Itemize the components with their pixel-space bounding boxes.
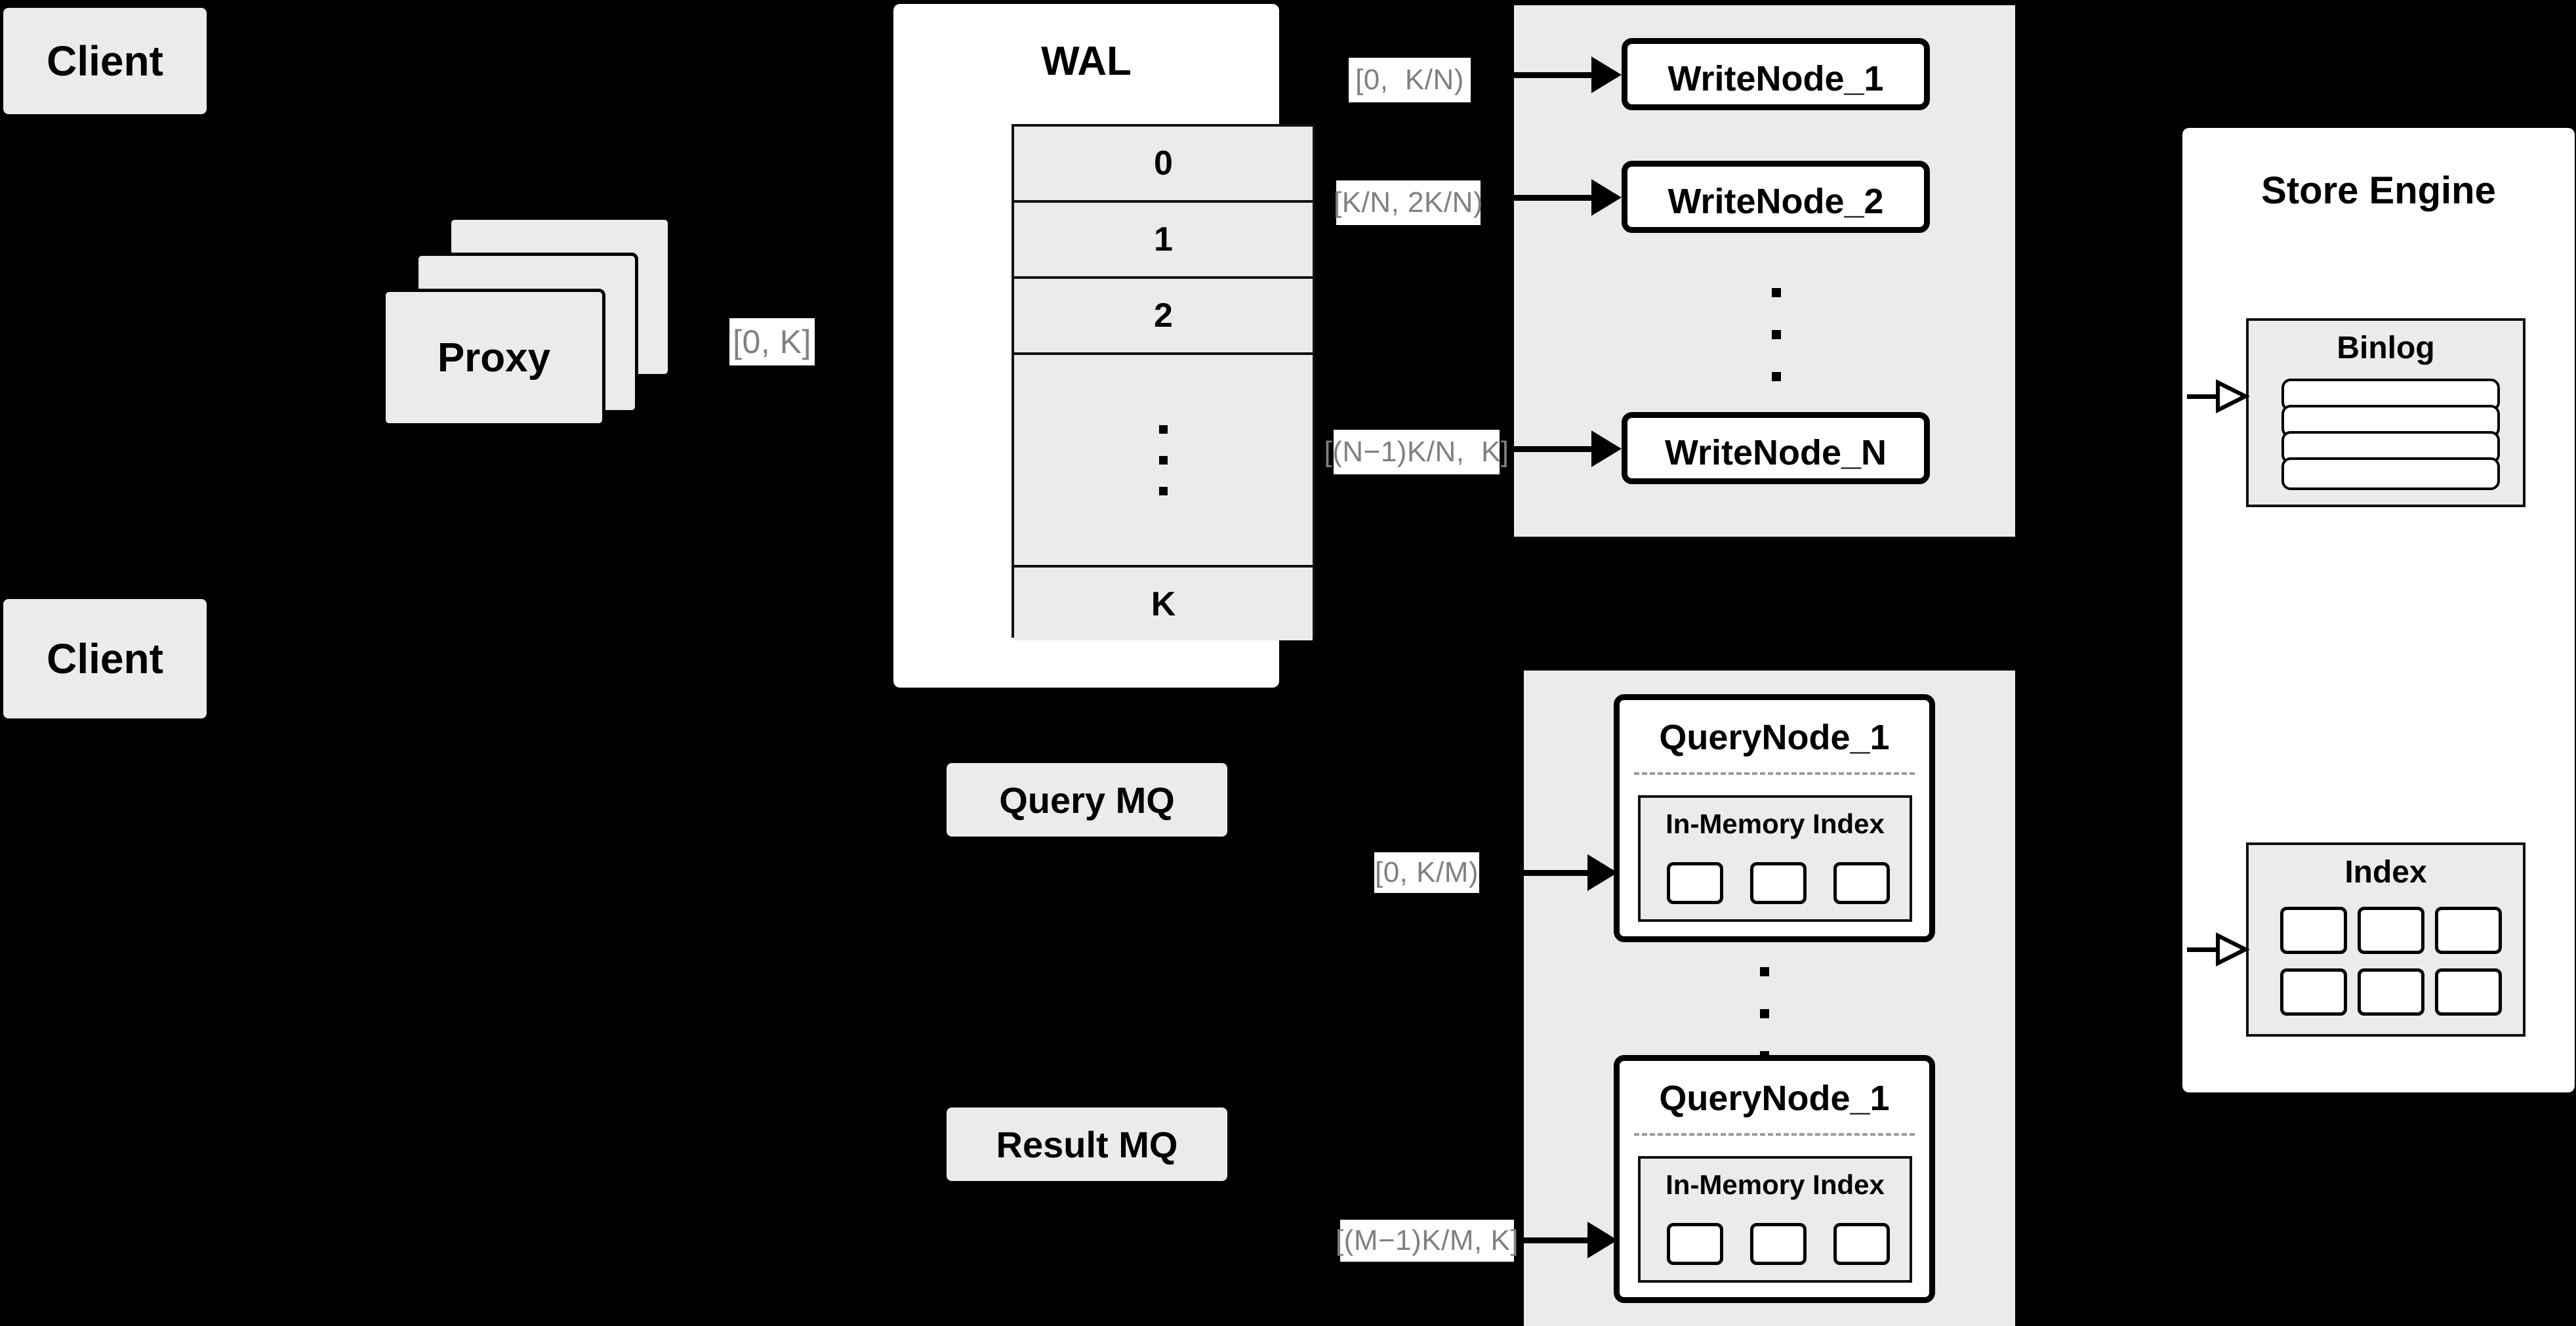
query-mq-label: Query MQ [999, 779, 1175, 821]
wal-row[interactable]: 0 [1014, 127, 1313, 203]
wal-row[interactable]: 2 [1014, 279, 1313, 355]
arrow-to-write-node-1-line [1514, 72, 1596, 78]
query-node-1-divider [1634, 772, 1915, 775]
range-label-query-node-1: [0, K/M) [1374, 852, 1479, 893]
query-node-1[interactable]: QueryNode_1 In-Memory Index [1614, 694, 1935, 942]
arrow-to-write-node-1-head [1591, 56, 1622, 93]
write-node-n-label: WriteNode_N [1664, 433, 1887, 472]
arrow-to-query-node-1-line [1524, 870, 1596, 876]
binlog-box[interactable]: Binlog [2246, 318, 2525, 507]
wal-row-label: 0 [1154, 144, 1173, 182]
binlog-title: Binlog [2337, 331, 2435, 365]
arrow-to-index-line [2187, 947, 2226, 952]
wal-row-label: K [1151, 585, 1176, 623]
query-node-m-in-memory-index[interactable]: In-Memory Index [1638, 1156, 1912, 1283]
index-chip[interactable] [1833, 1223, 1890, 1265]
wal-title: WAL [1041, 39, 1132, 84]
store-engine-title: Store Engine [2261, 169, 2496, 212]
index-chip[interactable] [1833, 862, 1890, 904]
range-label-write-node-n: [(N−1)K/N, K] [1324, 430, 1509, 474]
query-node-m-divider [1634, 1133, 1915, 1136]
ellipsis-dot [1760, 967, 1769, 976]
arrow-to-query-node-1-head [1587, 854, 1618, 891]
client-box-1[interactable]: Client [3, 8, 207, 114]
index-chip[interactable] [2435, 968, 2502, 1016]
write-node-1[interactable]: WriteNode_1 [1622, 38, 1930, 110]
binlog-bar[interactable] [2281, 457, 2500, 490]
wal-row[interactable]: 1 [1014, 203, 1313, 279]
write-node-2[interactable]: WriteNode_2 [1622, 161, 1930, 233]
query-nodes-ellipsis [1751, 958, 1778, 1069]
range-label-write-node-2: [K/N, 2K/N) [1334, 180, 1483, 225]
index-chip[interactable] [2435, 907, 2502, 954]
query-node-m[interactable]: QueryNode_1 In-Memory Index [1614, 1055, 1935, 1303]
index-chip[interactable] [2358, 907, 2424, 954]
wal-row-ellipsis [1014, 355, 1313, 568]
write-nodes-ellipsis [1763, 276, 1789, 394]
ellipsis-dot [1159, 425, 1168, 434]
index-chip[interactable] [2280, 907, 2347, 954]
wal-row-label: 1 [1154, 220, 1173, 259]
arrow-to-write-node-2-head [1591, 179, 1622, 216]
arrow-to-query-node-m-line [1524, 1237, 1596, 1243]
arrow-to-binlog-line [2187, 394, 2226, 399]
arrow-to-index-head [2216, 932, 2250, 966]
arrow-to-write-node-n-line [1514, 446, 1596, 452]
arrow-to-query-node-m-head [1587, 1222, 1618, 1258]
in-memory-index-title-2: In-Memory Index [1666, 1169, 1885, 1200]
query-node-m-label: QueryNode_1 [1659, 1079, 1890, 1118]
ellipsis-dot [1760, 1009, 1769, 1018]
client-label-1: Client [47, 37, 163, 85]
result-mq-box[interactable]: Result MQ [947, 1108, 1227, 1181]
ellipsis-dot [1159, 455, 1168, 465]
arrow-to-write-node-n-head [1591, 430, 1622, 467]
query-node-1-in-memory-index[interactable]: In-Memory Index [1638, 795, 1912, 922]
range-label-write-node-1: [0, K/N) [1349, 58, 1471, 102]
query-node-1-label: QueryNode_1 [1659, 718, 1890, 757]
write-node-2-label: WriteNode_2 [1667, 182, 1884, 221]
arrow-to-write-node-2-line [1514, 195, 1596, 201]
index-chip[interactable] [1667, 862, 1723, 904]
wal-panel: WAL 0 1 2 K [893, 4, 1315, 688]
ellipsis-dot [1772, 372, 1781, 381]
result-mq-label: Result MQ [996, 1123, 1178, 1165]
store-engine-panel: Store Engine Binlog Index [2182, 128, 2575, 1092]
ellipsis-dot [1159, 486, 1168, 495]
wal-row[interactable]: K [1014, 568, 1313, 640]
proxy-box[interactable]: Proxy [382, 289, 605, 426]
in-memory-index-title-1: In-Memory Index [1666, 808, 1885, 839]
index-chip[interactable] [2280, 968, 2347, 1016]
write-node-1-label: WriteNode_1 [1667, 59, 1884, 98]
range-label-query-node-m: [(M−1)K/M, K] [1336, 1220, 1519, 1262]
ellipsis-dot [1772, 288, 1781, 297]
wal-row-label: 2 [1154, 297, 1173, 335]
client-box-2[interactable]: Client [3, 599, 207, 718]
index-chip[interactable] [1750, 1223, 1807, 1265]
index-chip[interactable] [1667, 1223, 1723, 1265]
wal-table: 0 1 2 K [1012, 124, 1315, 640]
write-node-n[interactable]: WriteNode_N [1622, 412, 1930, 484]
index-chip[interactable] [1750, 862, 1807, 904]
range-label-proxy-to-wal: [0, K] [729, 318, 815, 365]
index-chip[interactable] [2358, 968, 2424, 1016]
index-title: Index [2344, 855, 2427, 890]
client-label-2: Client [47, 635, 163, 682]
arrow-to-binlog-head [2216, 379, 2250, 413]
index-box[interactable]: Index [2246, 842, 2525, 1037]
query-mq-box[interactable]: Query MQ [947, 763, 1227, 837]
ellipsis-dot [1772, 330, 1781, 339]
proxy-label: Proxy [437, 335, 551, 381]
